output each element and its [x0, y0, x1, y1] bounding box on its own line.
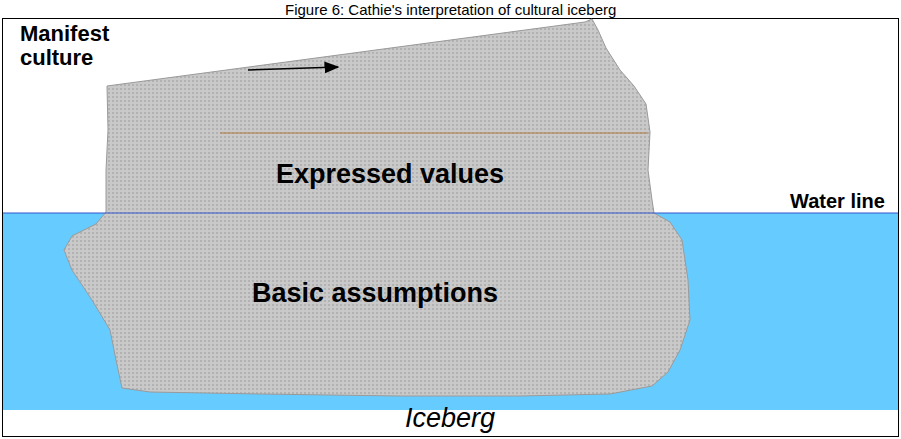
water-line	[3, 213, 898, 214]
divider-line	[220, 132, 648, 133]
band-label: Expressed values	[276, 159, 504, 190]
band-label: Basic assumptions	[252, 278, 498, 309]
leader-arrow	[248, 67, 338, 70]
figure-frame	[3, 19, 899, 437]
annotation-label: Water line	[790, 190, 890, 212]
iceberg-band: Expressed values	[140, 136, 640, 212]
iceberg-shape	[64, 19, 690, 396]
caption-word: Iceberg	[405, 404, 495, 434]
annotation-label: Manifest culture	[20, 22, 170, 70]
iceberg-band: Basic assumptions	[80, 218, 670, 368]
figure-title: Figure 6: Cathie's interpretation of cul…	[285, 1, 616, 18]
